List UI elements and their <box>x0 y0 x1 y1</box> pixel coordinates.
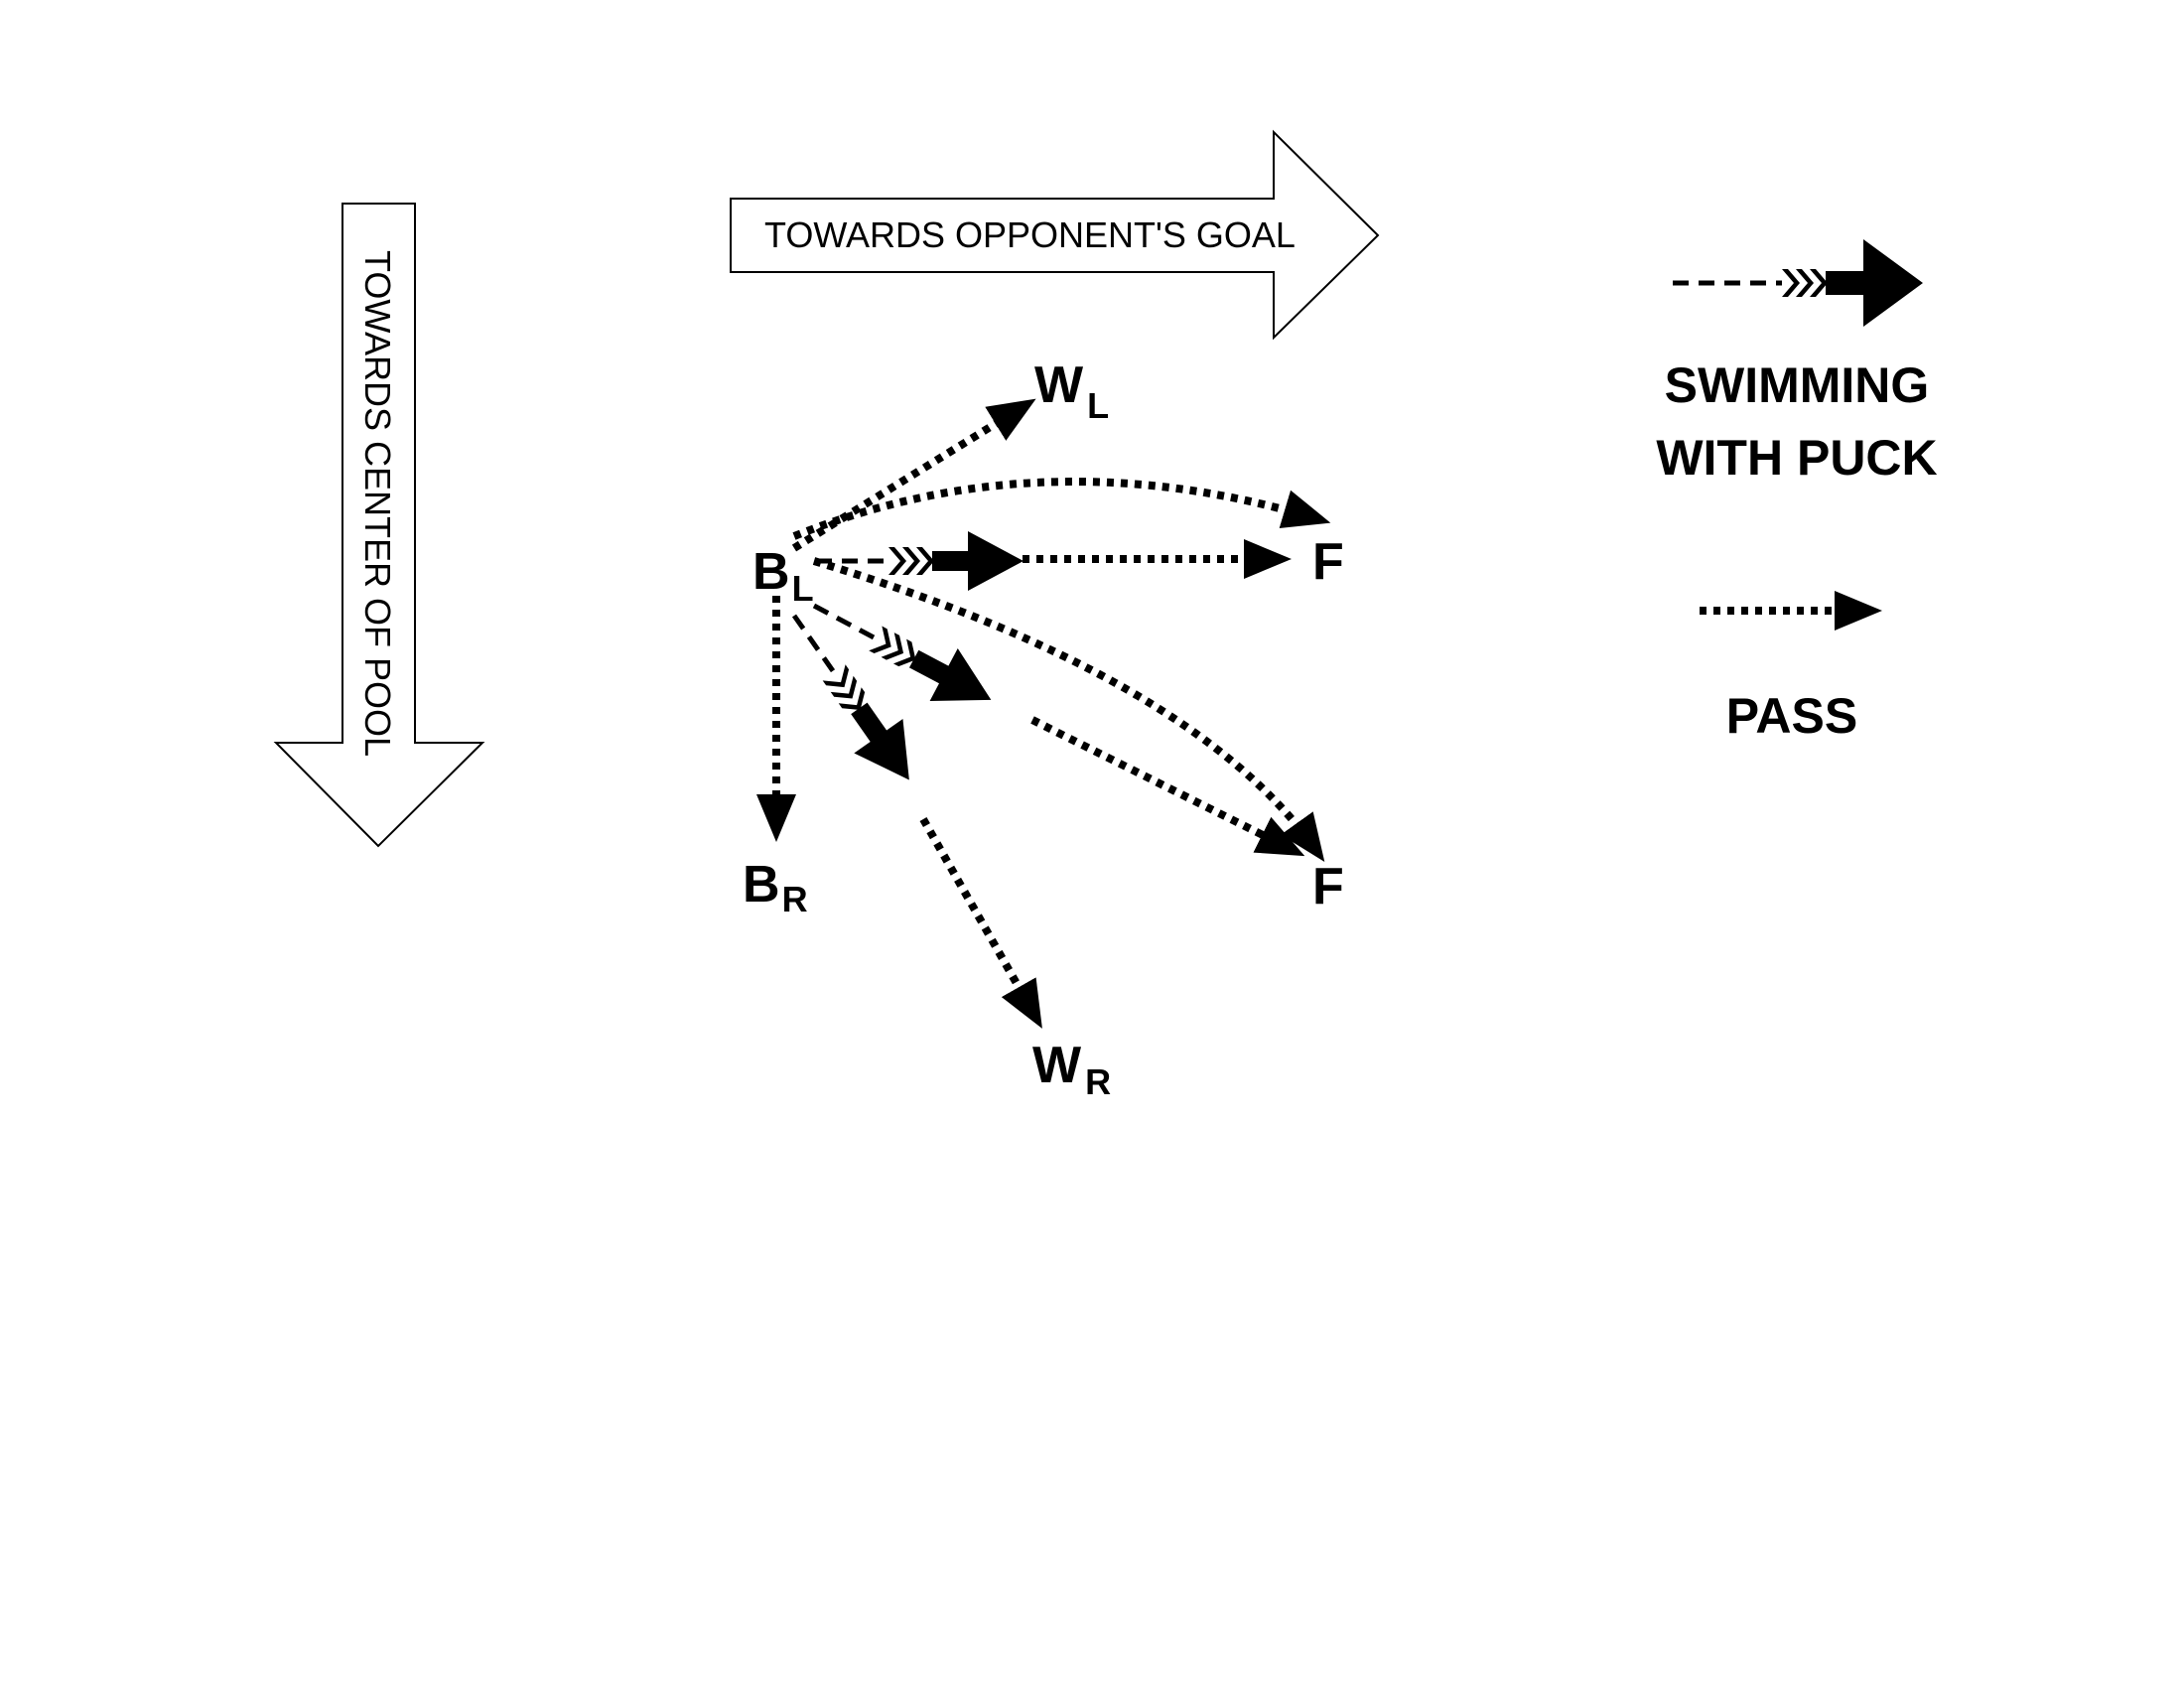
pass-bl-to-f-bottom-curve <box>812 557 1325 863</box>
legend-pass-label: PASS <box>1726 688 1857 744</box>
pass-bl-to-wl <box>791 398 1036 552</box>
legend-swim-symbol <box>1673 239 1923 327</box>
center-direction-arrow: TOWARDS CENTER OF POOL <box>273 203 485 848</box>
center-direction-label: TOWARDS CENTER OF POOL <box>357 250 398 757</box>
legend-swim-label-1: SWIMMING <box>1665 357 1930 413</box>
player-f-bottom: F <box>1312 858 1344 915</box>
pass-after-swim-to-wr <box>919 817 1042 1029</box>
swim-bl-down <box>791 614 909 780</box>
goal-direction-arrow: TOWARDS OPPONENT'S GOAL <box>730 129 1380 341</box>
pass-bl-to-f-top-curve <box>792 478 1331 540</box>
swim-bl-diagonal <box>812 603 992 701</box>
swim-bl-forward <box>816 531 1024 591</box>
player-f-top: F <box>1312 533 1344 591</box>
swim-lines <box>791 531 1024 780</box>
player-br: BR <box>743 856 808 919</box>
goal-direction-label: TOWARDS OPPONENT'S GOAL <box>764 214 1296 255</box>
legend-swim-label-2: WITH PUCK <box>1656 430 1937 486</box>
pass-lines <box>756 398 1331 1029</box>
pass-after-swim-to-f-bottom <box>1030 716 1305 857</box>
player-bl: BL <box>752 543 814 609</box>
legend: SWIMMING WITH PUCK PASS <box>1656 239 1938 744</box>
